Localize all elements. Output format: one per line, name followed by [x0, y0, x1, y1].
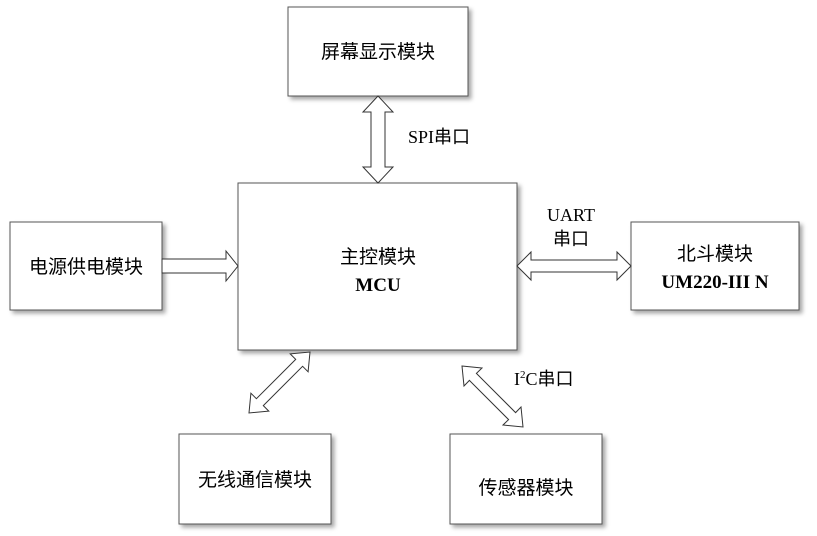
- uart-double-arrow: [516, 250, 632, 282]
- i2c-label: I2C串口: [514, 369, 574, 389]
- uart-label-line1: UART: [547, 205, 595, 225]
- uart-label-line2: 串口: [553, 229, 589, 249]
- display-module: 屏幕显示模块: [287, 6, 469, 97]
- power-module-label: 电源供电模块: [29, 256, 143, 278]
- wireless-double-arrow: [248, 351, 311, 414]
- beidou-module-title: 北斗模块: [677, 243, 753, 265]
- sensor-module: 传感器模块: [449, 433, 603, 525]
- wireless-module-label: 无线通信模块: [198, 469, 312, 491]
- mcu-module-title: 主控模块: [340, 246, 416, 268]
- power-module: 电源供电模块: [9, 221, 163, 311]
- spi-double-arrow: [361, 95, 395, 184]
- mcu-module-subtitle: MCU: [355, 275, 401, 296]
- i2c-label-superscript: 2: [520, 369, 526, 381]
- wireless-module: 无线通信模块: [178, 433, 332, 525]
- display-module-label: 屏幕显示模块: [321, 41, 435, 63]
- i2c-label-suffix: C串口: [526, 369, 574, 389]
- beidou-module: 北斗模块 UM220-III N: [630, 221, 800, 311]
- sensor-module-label: 传感器模块: [478, 477, 573, 499]
- beidou-module-subtitle: UM220-III N: [661, 272, 768, 293]
- power-to-mcu-arrow: [161, 249, 239, 283]
- mcu-module: 主控模块 MCU: [237, 182, 518, 351]
- i2c-label-prefix: I: [514, 369, 520, 389]
- sensor-double-arrow: [461, 365, 524, 428]
- spi-label: SPI串口: [408, 127, 470, 147]
